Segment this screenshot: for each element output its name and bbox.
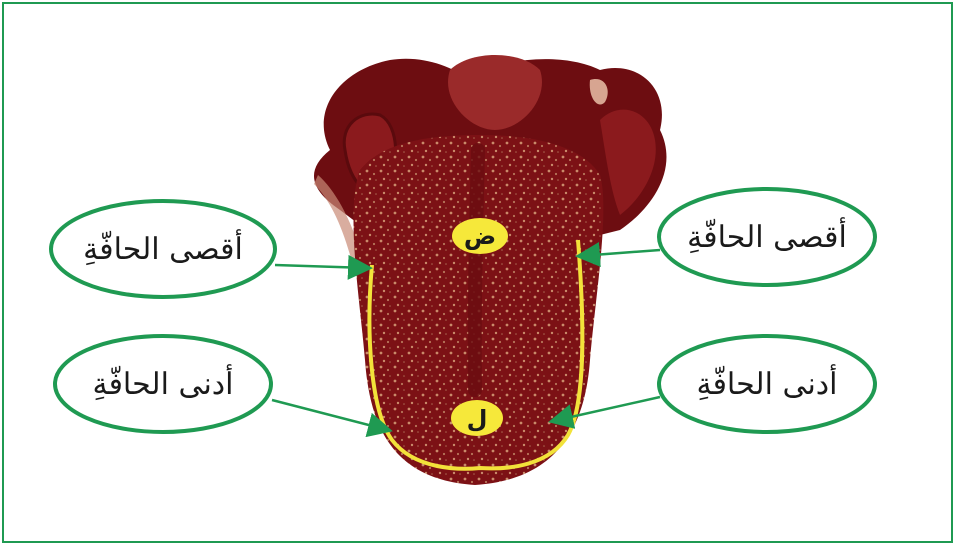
marker-dad: ض (452, 218, 508, 254)
svg-text:أدنى الحافّةِ: أدنى الحافّةِ (697, 364, 838, 402)
label-top-left: أقصى الحافّةِ (51, 201, 275, 297)
tongue-median-groove (475, 150, 478, 390)
svg-text:ض: ض (464, 222, 496, 250)
svg-text:أقصى الحافّةِ: أقصى الحافّةِ (687, 217, 847, 255)
label-bottom-right: أدنى الحافّةِ (659, 336, 875, 432)
svg-text:أقصى الحافّةِ: أقصى الحافّةِ (83, 229, 243, 267)
label-bottom-left: أدنى الحافّةِ (55, 336, 271, 432)
svg-text:ل: ل (467, 405, 488, 433)
marker-lam: ل (451, 400, 503, 436)
svg-text:أدنى الحافّةِ: أدنى الحافّةِ (93, 364, 234, 402)
label-top-right: أقصى الحافّةِ (659, 189, 875, 285)
arrow-bottom-left (272, 400, 388, 430)
arrow-top-left (275, 265, 368, 268)
